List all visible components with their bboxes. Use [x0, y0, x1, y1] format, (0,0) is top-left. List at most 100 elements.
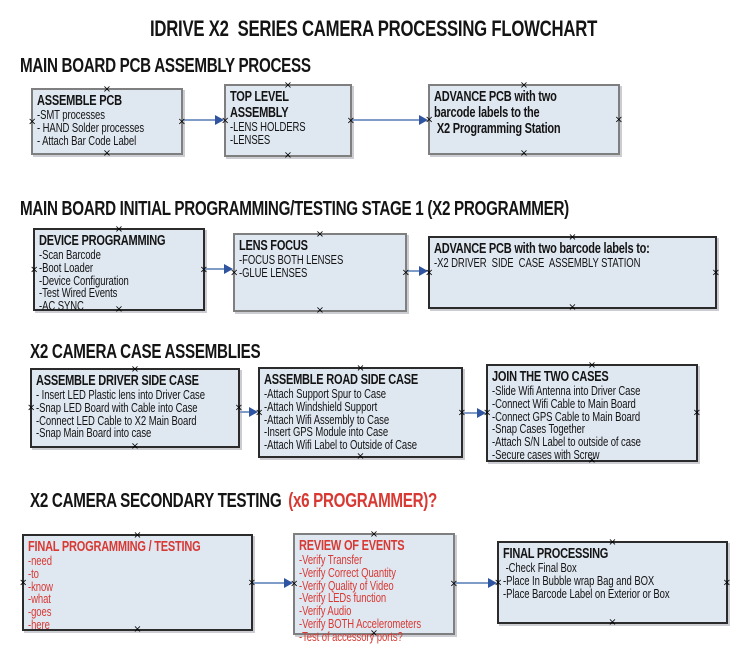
box-advance-pcb-programming-station: × × × × ADVANCE PCB with two barcode labels… — [425, 80, 623, 159]
flow-arrow — [183, 115, 224, 125]
connection-point-icon: × — [130, 441, 140, 452]
arrow-line — [352, 119, 421, 121]
box-item: -Attach Wifi Label to Outside of Case — [264, 438, 417, 453]
flow-arrow — [205, 264, 233, 274]
arrow-head-icon — [224, 264, 233, 274]
connection-point-icon: × — [102, 84, 112, 95]
connection-point-icon: × — [356, 363, 365, 374]
flow-arrow — [240, 407, 258, 417]
box-item: -Attach S/N Label to outside of case — [492, 435, 641, 450]
box-item: -AC SYNC — [39, 299, 84, 314]
connection-point-icon: × — [587, 360, 597, 371]
box-items: -need-to-know-what-goes-here — [28, 555, 246, 632]
connection-point-icon: × — [608, 537, 617, 548]
connection-point-icon: × — [221, 115, 230, 126]
box-final-programming-testing: ×××× FINAL PROGRAMMING / TESTING -need-t… — [19, 531, 256, 635]
connection-point-icon: × — [369, 628, 379, 639]
arrow-line — [253, 582, 286, 584]
box-assemble-road-side-case: ×××× ASSEMBLE ROAD SIDE CASE -Attach Sup… — [255, 363, 466, 462]
box-item: -Boot Loader — [39, 260, 94, 275]
box-items: -Slide Wifi Antenna into Driver Case -Con… — [492, 385, 691, 462]
box-item: - Attach Bar Code Label — [37, 133, 137, 148]
box-item: -what — [28, 592, 51, 607]
arrow-line — [407, 270, 421, 272]
arrow-head-icon — [488, 578, 497, 588]
box-item: -Verify Quality of Video — [299, 578, 394, 593]
connection-point-icon: × — [614, 114, 623, 125]
box-advance-pcb-driver-side-station: ×××× ADVANCE PCB with two barcode labels… — [425, 232, 720, 313]
box-item: -goes — [28, 605, 52, 620]
connection-point-icon: × — [19, 577, 28, 588]
connection-point-icon: × — [449, 578, 458, 590]
connection-point-icon: × — [114, 304, 124, 315]
connection-point-icon: × — [283, 150, 293, 161]
connection-point-icon: × — [133, 624, 142, 635]
box-item: -Snap LED Board with Cable into Case — [36, 400, 198, 415]
connection-point-icon: × — [315, 229, 325, 240]
box-device-programming: ×××× DEVICE PROGRAMMING -Scan Barcode-Bo… — [30, 225, 208, 315]
box-item: -here — [28, 617, 50, 632]
arrow-head-icon — [215, 115, 224, 125]
flow-arrow — [407, 266, 428, 276]
flow-arrow — [253, 578, 293, 588]
box-title: TOP LEVEL ASSEMBLY — [230, 89, 292, 121]
connection-point-icon: × — [519, 80, 529, 91]
connection-point-icon: × — [568, 232, 577, 243]
connection-point-icon: × — [494, 577, 503, 588]
connection-point-icon: × — [247, 577, 256, 588]
box-item: -X2 DRIVER SIDE CASE ASSEMBLY STATION — [434, 256, 641, 270]
box-item: -GLUE LENSES — [239, 265, 308, 280]
box-item: -need — [28, 554, 52, 568]
connection-point-icon: × — [369, 529, 379, 540]
box-item: -know — [28, 579, 53, 594]
box-item: -LENS HOLDERS — [230, 120, 306, 134]
connection-point-icon: × — [457, 407, 466, 418]
box-items: -Verify Transfer-Verify Correct Quantity… — [299, 554, 448, 644]
connection-point-icon: × — [425, 267, 434, 278]
box-content: LENS FOCUS -FOCUS BOTH LENSES-GLUE LENSE… — [239, 238, 400, 280]
box-content: ASSEMBLE PCB -SMT processes- HAND Solder… — [37, 93, 176, 147]
arrow-line — [463, 412, 479, 414]
box-content: TOP LEVEL ASSEMBLY -LENS HOLDERS-LENSES — [230, 89, 345, 147]
connection-point-icon: × — [102, 148, 112, 159]
box-item: -Attach Windshield Support — [264, 399, 378, 414]
arrow-line — [455, 582, 490, 584]
box-items: -LENS HOLDERS-LENSES — [230, 121, 345, 147]
box-item: -Check Final Box — [503, 561, 577, 575]
arrow-line — [183, 119, 217, 121]
section-header-initial-programming: MAIN BOARD INITIAL PROGRAMMING/TESTING S… — [20, 198, 569, 221]
box-content: JOIN THE TWO CASES -Slide Wifi Antenna i… — [492, 369, 691, 462]
connection-point-icon: × — [587, 455, 597, 466]
connection-point-icon: × — [234, 402, 243, 414]
box-title: LENS FOCUS — [239, 238, 308, 254]
box-content: ADVANCE PCB with two barcode labels to: … — [434, 241, 710, 270]
box-item: -Insert GPS Module into Case — [264, 425, 389, 440]
box-item: -Place In Bubble wrap Bag and BOX — [503, 573, 655, 588]
box-item: -Verify BOTH Accelerometers — [299, 616, 422, 631]
connection-point-icon: × — [346, 115, 355, 126]
box-content: ADVANCE PCB with two barcode labels to t… — [434, 89, 613, 137]
box-items: -X2 DRIVER SIDE CASE ASSEMBLY STATION — [434, 257, 710, 270]
connection-point-icon: × — [401, 267, 410, 278]
box-title: ASSEMBLE PCB — [37, 93, 122, 109]
connection-point-icon: × — [722, 577, 731, 588]
box-item: -to — [28, 566, 39, 581]
flow-arrow — [455, 578, 497, 588]
box-item: -Connect GPS Cable to Main Board — [492, 409, 641, 424]
box-assemble-driver-side-case: ×××× ASSEMBLE DRIVER SIDE CASE - Insert … — [27, 365, 243, 452]
box-item: - Insert LED Plastic lens into Driver Ca… — [36, 388, 205, 402]
box-items: -FOCUS BOTH LENSES-GLUE LENSES — [239, 254, 400, 280]
connection-point-icon: × — [28, 116, 37, 127]
connection-point-icon: × — [519, 148, 529, 159]
box-item: -FOCUS BOTH LENSES — [239, 253, 344, 267]
box-join-the-two-cases: ×××× JOIN THE TWO CASES -Slide Wifi Ante… — [483, 360, 701, 466]
box-content: ASSEMBLE DRIVER SIDE CASE - Insert LED P… — [36, 373, 233, 440]
arrow-head-icon — [284, 578, 293, 588]
box-item: -Slide Wifi Antenna into Driver Case — [492, 384, 641, 398]
connection-point-icon: × — [425, 114, 434, 125]
box-content: REVIEW OF EVENTS -Verify Transfer-Verify… — [299, 538, 448, 644]
arrow-head-icon — [249, 407, 258, 417]
connection-point-icon: × — [711, 267, 720, 278]
box-item: -Device Configuration — [39, 273, 129, 288]
box-item: -Scan Barcode — [39, 248, 101, 262]
